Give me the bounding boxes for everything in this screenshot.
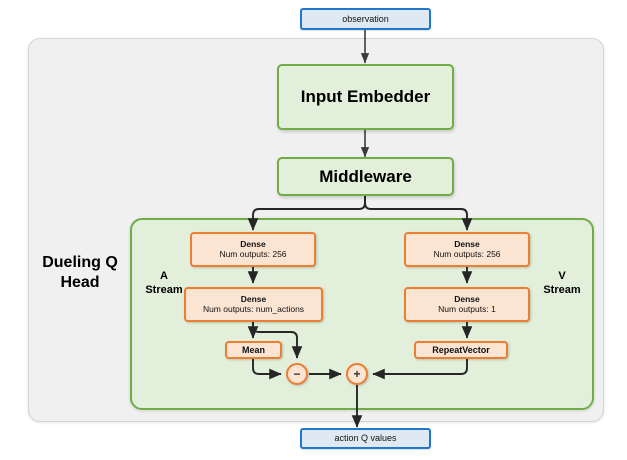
a-stream-label: A Stream: [140, 270, 188, 298]
observation-node[interactable]: observation: [300, 8, 431, 30]
input-embedder-label: Input Embedder: [300, 87, 431, 107]
add-symbol: +: [353, 367, 361, 381]
v-stream-line1: V: [558, 270, 566, 282]
v-stream-line2: Stream: [543, 283, 581, 296]
v-stream-label: V Stream: [538, 270, 586, 298]
v-dense-1-node[interactable]: Dense Num outputs: 1: [404, 287, 530, 322]
dueling-q-head-text: Dueling Q Head: [42, 254, 118, 291]
v-dense-1-title: Dense: [454, 293, 480, 304]
action-q-values-node[interactable]: action Q values: [300, 428, 431, 449]
dueling-q-head-label: Dueling Q Head: [30, 253, 130, 293]
a-dense-actions-title: Dense: [240, 293, 267, 304]
v-dense-256-node[interactable]: Dense Num outputs: 256: [404, 232, 530, 267]
middleware-label: Middleware: [319, 166, 412, 186]
mean-label: Mean: [241, 344, 265, 355]
a-dense-256-title: Dense: [240, 238, 266, 249]
subtract-operator[interactable]: −: [286, 363, 308, 385]
a-dense-256-subtitle: Num outputs: 256: [219, 248, 287, 259]
add-operator[interactable]: +: [346, 363, 368, 385]
v-dense-256-title: Dense: [454, 238, 480, 249]
observation-label: observation: [342, 13, 389, 24]
a-dense-256-node[interactable]: Dense Num outputs: 256: [190, 232, 316, 267]
v-dense-1-subtitle: Num outputs: 1: [438, 303, 496, 314]
repeat-vector-node[interactable]: RepeatVector: [414, 341, 508, 359]
a-dense-actions-subtitle: Num outputs: num_actions: [202, 303, 305, 314]
input-embedder-node[interactable]: Input Embedder: [277, 64, 454, 130]
middleware-node[interactable]: Middleware: [277, 157, 454, 196]
a-stream-line2: Stream: [145, 283, 183, 296]
mean-node[interactable]: Mean: [225, 341, 282, 359]
a-stream-line1: A: [160, 270, 168, 282]
v-dense-256-subtitle: Num outputs: 256: [433, 248, 501, 259]
action-q-values-label: action Q values: [334, 433, 397, 444]
subtract-symbol: −: [293, 367, 301, 381]
a-dense-actions-node[interactable]: Dense Num outputs: num_actions: [184, 287, 323, 322]
repeat-vector-label: RepeatVector: [432, 344, 490, 355]
